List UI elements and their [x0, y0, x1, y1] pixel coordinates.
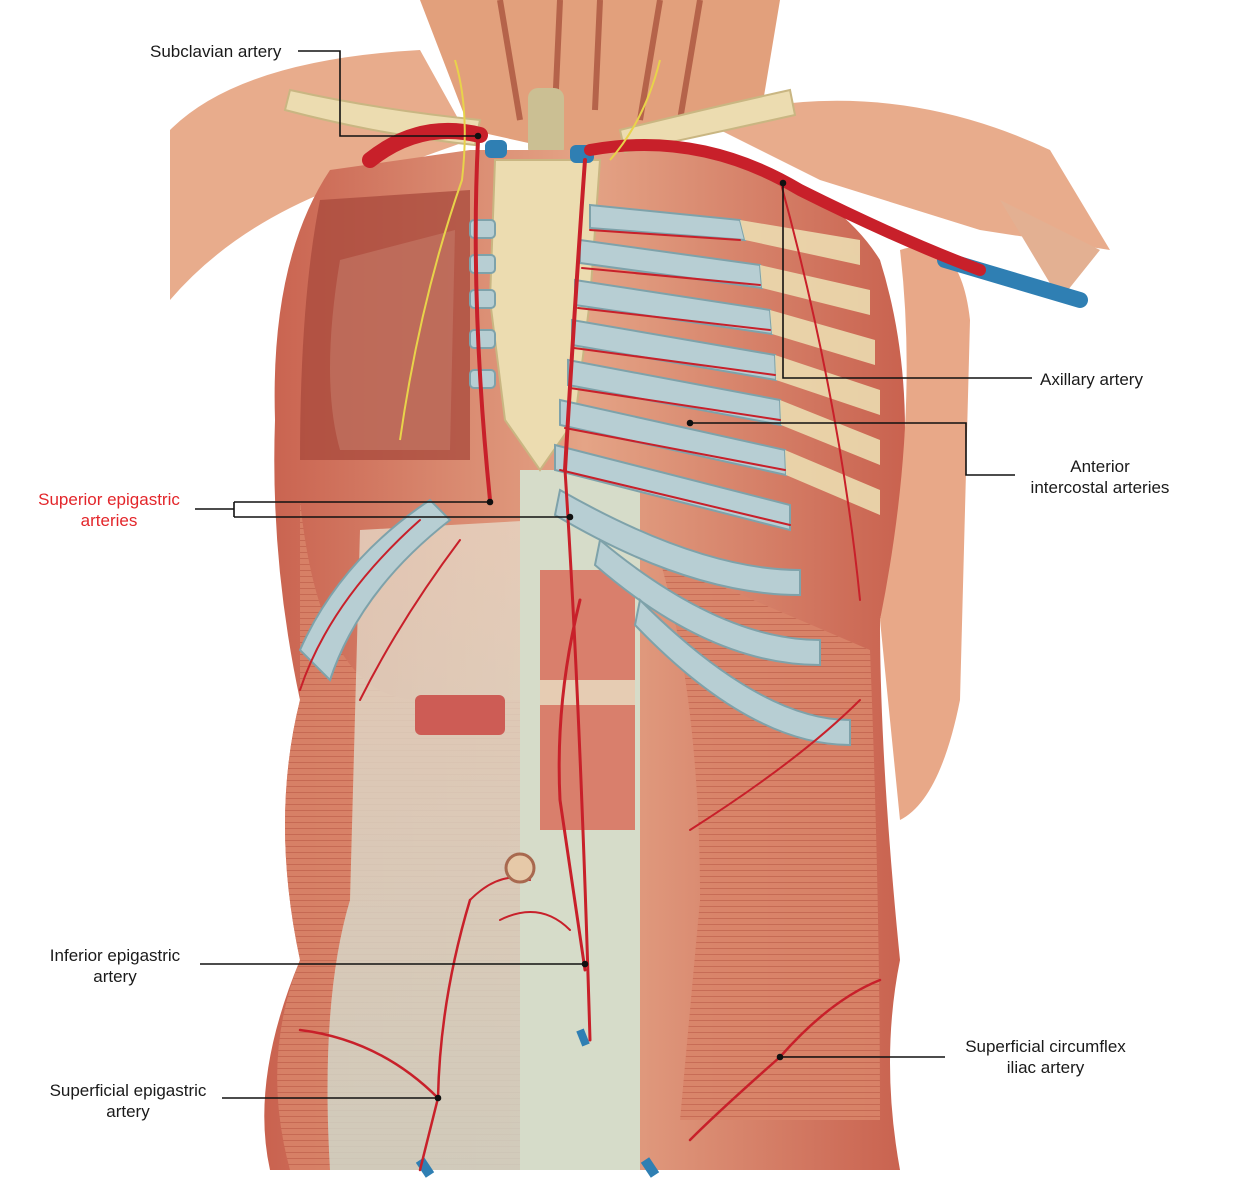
right-arm — [880, 246, 970, 820]
umbilicus — [504, 852, 536, 884]
right-shoulder-muscle — [700, 100, 1110, 250]
label-subclavian-artery: Subclavian artery — [150, 42, 282, 61]
leader-axillary — [782, 183, 1032, 379]
inferior-epigastric — [557, 598, 587, 972]
right-subclavian-axillary-artery — [584, 139, 986, 276]
leader-lines — [195, 50, 1032, 1102]
superficial-epigastric — [298, 898, 472, 1172]
internal-thoracic-left — [473, 138, 492, 502]
thoracoepigastric — [689, 179, 861, 831]
leader-subclavian — [298, 50, 478, 137]
vein — [485, 140, 507, 158]
label-superficial-circumflex-iliac-artery: Superficial circumflex iliac artery — [965, 1037, 1126, 1077]
label-inferior-epigastric-artery: Inferior epigastric artery — [49, 946, 181, 986]
left-subclavian-artery — [362, 122, 488, 168]
internal-thoracic-right — [563, 158, 587, 472]
abdominal-fascia — [327, 520, 540, 1170]
label-superior-epigastric-arteries: Superior epigastric arteries — [38, 490, 180, 530]
trachea — [528, 88, 564, 158]
superior-epigastric — [563, 468, 592, 1042]
superficial-circumflex-iliac — [688, 978, 882, 1142]
label-superficial-epigastric-artery: Superficial epigastric artery — [49, 1081, 207, 1121]
arteries — [298, 122, 986, 1172]
rectus-fragment — [415, 695, 505, 735]
leader-superior-epigastric — [195, 501, 570, 518]
label-axillary-artery: Axillary artery — [1040, 370, 1143, 389]
right-rib-bones — [740, 220, 880, 515]
label-anterior-intercostal-arteries: Anterior intercostal arteries — [1030, 457, 1170, 497]
leader-anterior-intercostal — [690, 422, 1015, 476]
